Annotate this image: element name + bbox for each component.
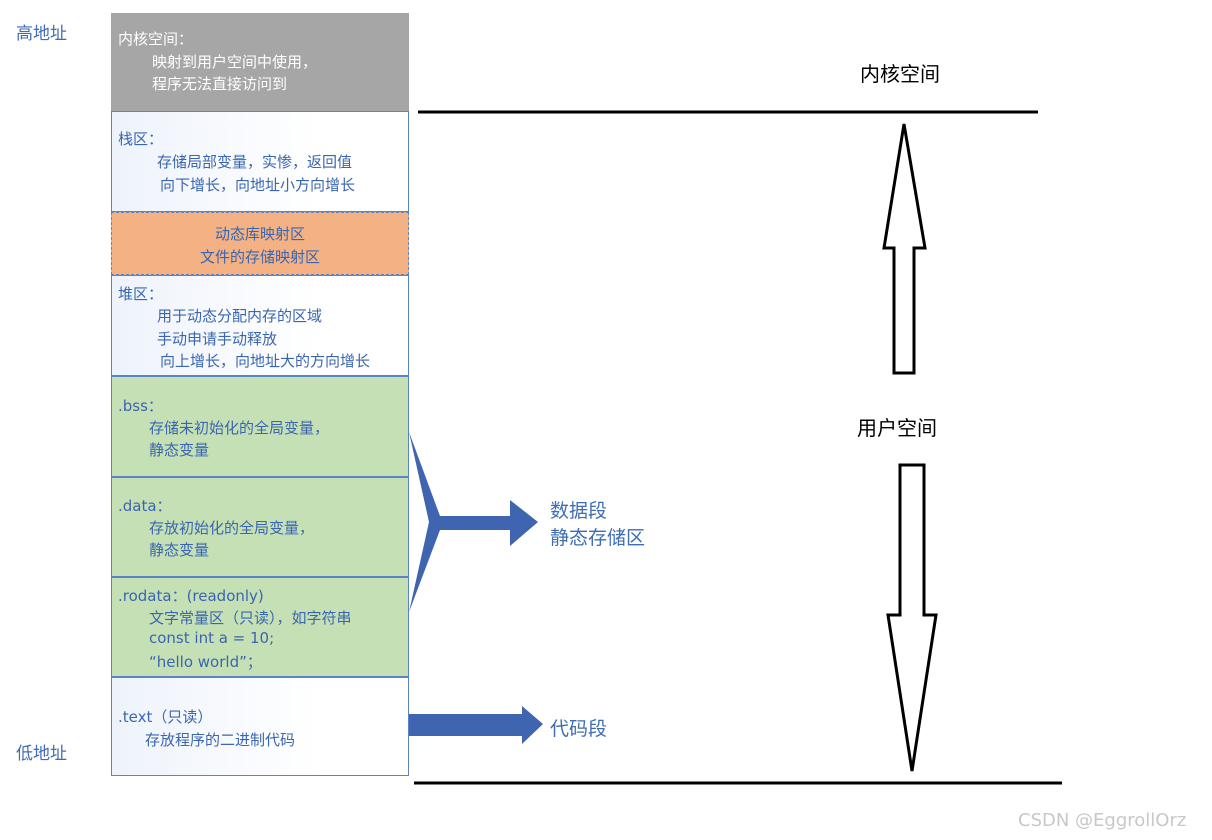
rodata-line: 文字常量区（只读），如字符串 [149, 609, 352, 627]
bss-title: .bss： [118, 397, 163, 415]
heap-title: 堆区： [118, 285, 164, 303]
bss-segment: .bss： 存储未初始化的全局变量， 静态变量 [111, 376, 409, 477]
text-title: .text（只读） [118, 708, 213, 726]
kernel-title: 内核空间： [118, 30, 194, 48]
kernel-space-label: 内核空间 [860, 62, 940, 86]
dynamic-library-mapping-segment: 动态库映射区 文件的存储映射区 [111, 212, 409, 275]
rodata-line: const int a = 10; [149, 629, 275, 647]
code-segment-arrow [409, 706, 543, 744]
data-segment-brace-arrow [409, 432, 538, 612]
data-segment-label: 数据段 [550, 500, 608, 522]
stack-segment: 栈区： 存储局部变量，实惨，返回值 向下增长，向地址小方向增长 [111, 111, 409, 212]
data-title: .data： [118, 497, 172, 515]
static-storage-label: 静态存储区 [550, 527, 646, 549]
down-growth-arrow [886, 463, 938, 772]
rodata-line: “hello world”； [149, 653, 262, 671]
stack-line: 向下增长，向地址小方向增长 [160, 176, 356, 194]
low-address-label: 低地址 [16, 744, 67, 764]
kernel-space-segment: 内核空间： 映射到用户空间中使用， 程序无法直接访问到 [111, 13, 409, 111]
rodata-title: .rodata：(readonly) [118, 587, 264, 605]
data-segment: .data： 存放初始化的全局变量， 静态变量 [111, 477, 409, 577]
heap-line: 手动申请手动释放 [157, 330, 278, 348]
kernel-line: 映射到用户空间中使用， [152, 53, 318, 71]
bss-line: 存储未初始化的全局变量， [149, 419, 330, 437]
text-segment: .text（只读） 存放程序的二进制代码 [111, 677, 409, 776]
watermark: CSDN @EggrollOrz [1018, 810, 1187, 831]
data-line: 静态变量 [149, 541, 210, 559]
heap-line: 向上增长，向地址大的方向增长 [160, 352, 371, 370]
up-growth-arrow [882, 123, 927, 375]
text-line: 存放程序的二进制代码 [145, 731, 296, 749]
high-address-label: 高地址 [16, 24, 67, 44]
data-line: 存放初始化的全局变量， [149, 519, 315, 537]
dynlib-line: 动态库映射区 [214, 225, 305, 243]
heap-line: 用于动态分配内存的区域 [157, 307, 323, 325]
rodata-segment: .rodata：(readonly) 文字常量区（只读），如字符串 const … [111, 577, 409, 677]
kernel-line: 程序无法直接访问到 [152, 75, 288, 93]
heap-segment: 堆区： 用于动态分配内存的区域 手动申请手动释放 向上增长，向地址大的方向增长 [111, 275, 409, 376]
bss-line: 静态变量 [149, 441, 210, 459]
stack-title: 栈区： [118, 130, 164, 148]
stack-line: 存储局部变量，实惨，返回值 [157, 153, 353, 171]
dynlib-line: 文件的存储映射区 [199, 248, 320, 266]
code-segment-label: 代码段 [550, 718, 608, 740]
user-space-label: 用户空间 [857, 416, 937, 440]
